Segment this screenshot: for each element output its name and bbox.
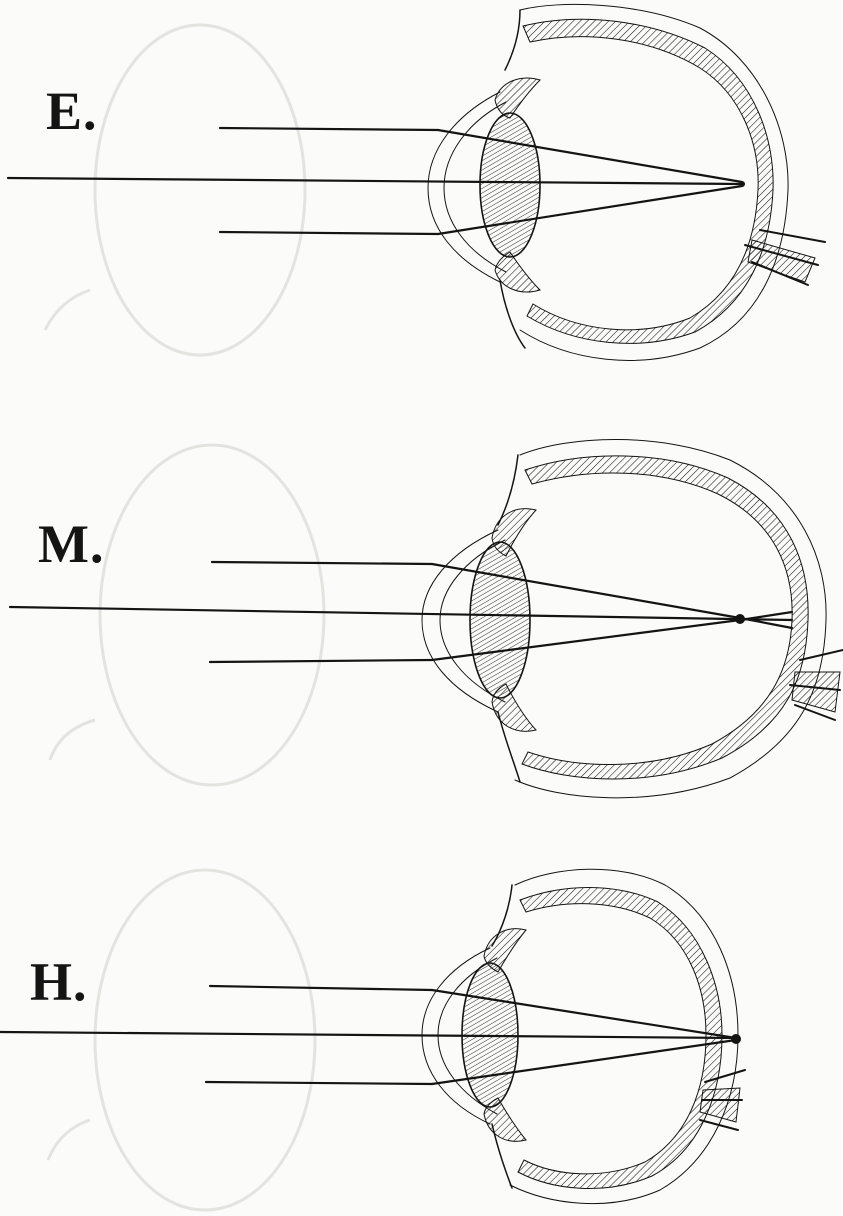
panel-label-e: E. — [46, 84, 98, 138]
panel-label-m: M. — [38, 517, 104, 571]
light-rays — [8, 128, 742, 234]
focal-point — [731, 1034, 741, 1044]
eye-diagram-hyperopic — [0, 869, 745, 1203]
eye-diagram-emmetropic — [8, 4, 825, 360]
focal-point — [735, 614, 745, 624]
panel-label-h: H. — [30, 955, 88, 1009]
iris-upper — [495, 78, 540, 118]
light-rays — [10, 562, 792, 662]
light-rays — [0, 986, 736, 1084]
focal-point — [739, 181, 745, 187]
lens — [480, 113, 540, 257]
lens — [470, 542, 530, 698]
